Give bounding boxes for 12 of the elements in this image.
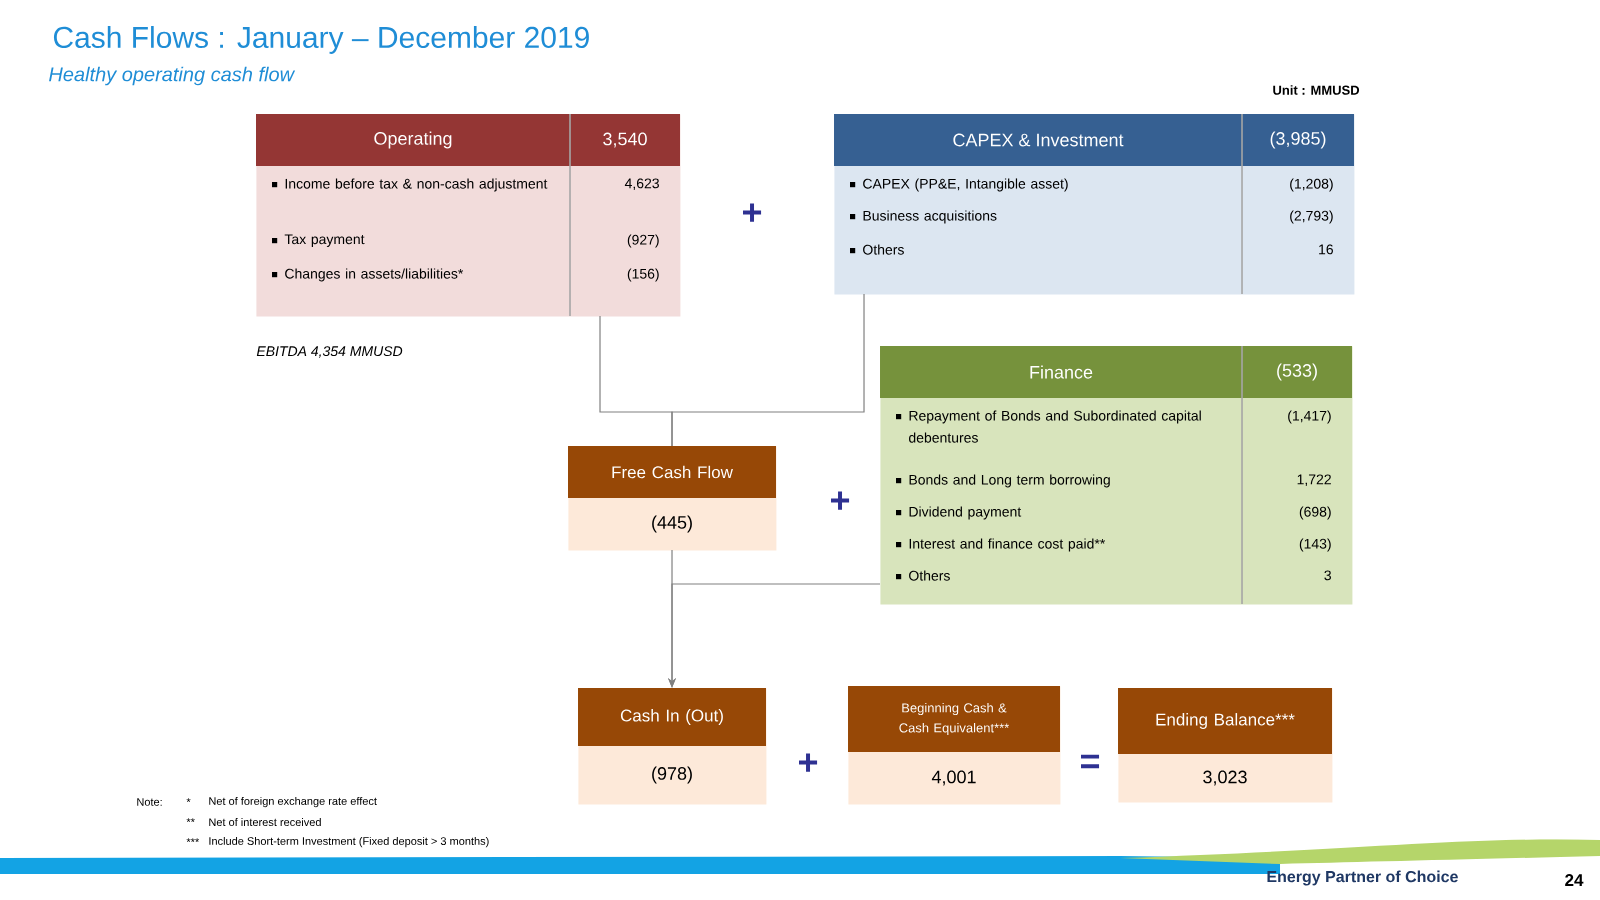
footer-tagline: Energy Partner of Choice bbox=[1267, 870, 1458, 886]
plus-sign: + bbox=[831, 491, 850, 510]
result-box: Cash In (Out) (978) bbox=[578, 688, 767, 805]
title: Cash Flows : January – December 2019 bbox=[53, 26, 589, 54]
equals-sign: = bbox=[1081, 754, 1100, 769]
plus-sign: + bbox=[743, 203, 762, 222]
caption-subtitle: Healthy operating cash flow bbox=[49, 66, 296, 86]
plus-sign: + bbox=[799, 753, 818, 772]
result-box: Ending Balance*** 3,023 bbox=[1118, 688, 1333, 803]
result-box: Free Cash Flow (445) bbox=[568, 446, 777, 551]
connector bbox=[671, 293, 865, 447]
page-number: 24 bbox=[1565, 874, 1584, 886]
